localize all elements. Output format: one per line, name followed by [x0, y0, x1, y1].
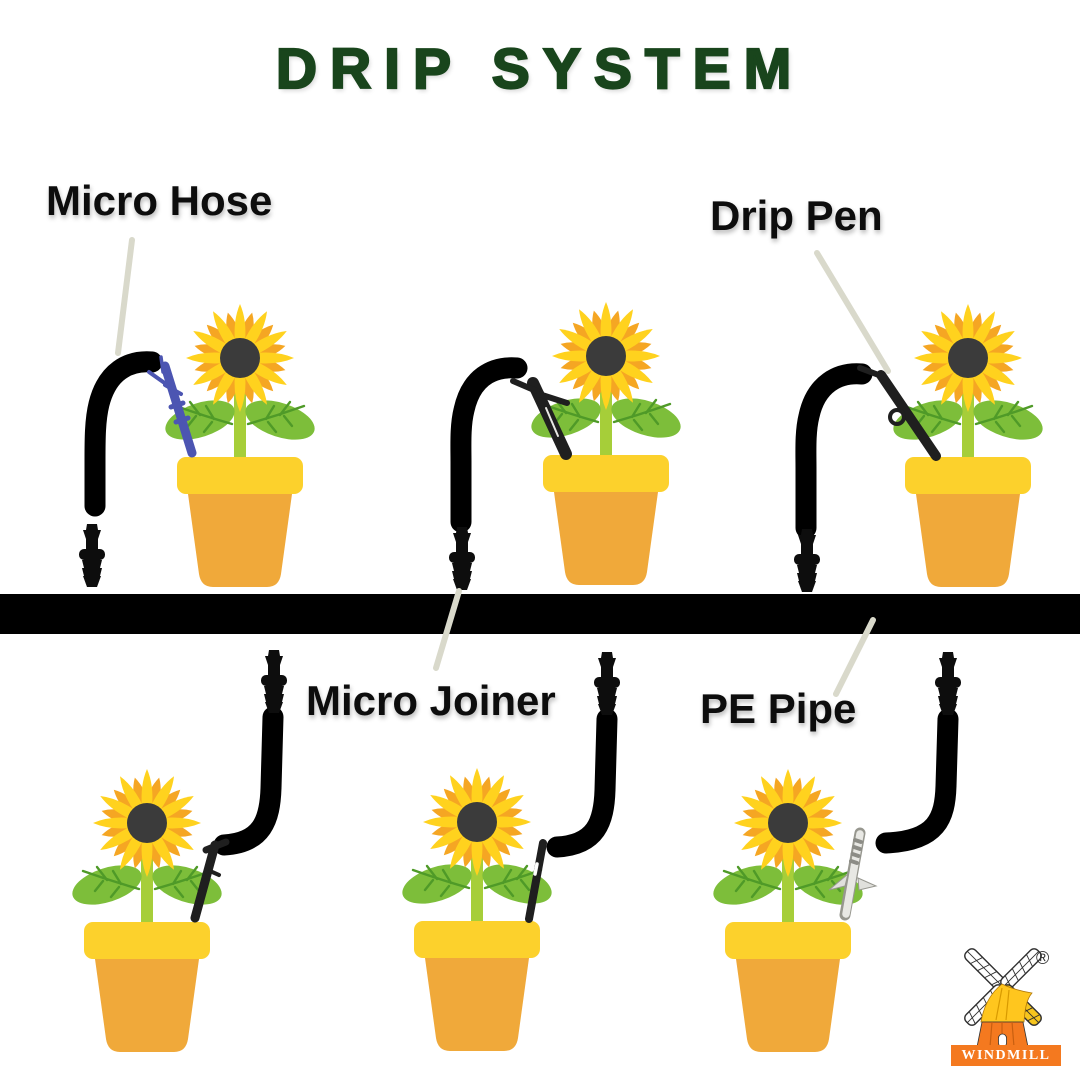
- pointer-line-pe-pipe: [833, 617, 876, 697]
- drip-pen-top-right: [857, 365, 941, 461]
- label-micro-hose: Micro Hose: [46, 177, 273, 224]
- micro-hose-bottom-middle: [546, 708, 618, 858]
- micro-joiner-top-right: [794, 529, 820, 592]
- page-title: DRIP SYSTEM: [275, 36, 805, 102]
- label-pe-pipe: PE Pipe: [700, 685, 857, 732]
- drip-pen-white-bottom-right: [828, 827, 878, 921]
- drip-pen-bottom-middle: [525, 839, 547, 923]
- drip-pen-blue-top-left: [147, 355, 197, 458]
- sunflower-pot-bottom-left: [68, 769, 227, 1052]
- registered-trademark-icon: ®: [1036, 948, 1050, 968]
- sunflower-pot-top-middle: [527, 302, 686, 585]
- pointer-line-drip-pen: [814, 250, 891, 374]
- label-micro-joiner: Micro Joiner: [306, 677, 556, 724]
- micro-joiner-bottom-right: [935, 652, 961, 715]
- label-drip-pen: Drip Pen: [710, 192, 883, 239]
- sunflower-pot-top-left: [161, 304, 320, 587]
- pe-pipe: [0, 594, 1080, 634]
- micro-joiner-bottom-left: [261, 650, 287, 713]
- micro-joiner-top-left: [79, 524, 105, 587]
- micro-joiner-bottom-middle: [594, 652, 620, 715]
- pointer-line-micro-joiner: [433, 588, 462, 671]
- drip-pen-top-middle: [510, 377, 572, 460]
- windmill-blade-icon: [962, 946, 1008, 992]
- micro-hose-bottom-left: [213, 706, 284, 856]
- micro-hose-bottom-right: [875, 708, 959, 854]
- micro-hose-top-right: [795, 363, 873, 539]
- pointer-line-micro-hose: [115, 237, 135, 356]
- micro-hose-top-middle: [450, 357, 528, 533]
- windmill-logo-graphic: [962, 946, 1044, 1048]
- drip-pen-bottom-left: [190, 838, 230, 923]
- sunflower-pot-top-right: [889, 304, 1048, 587]
- windmill-brand-banner: WINDMILL: [951, 1045, 1061, 1066]
- micro-joiner-top-middle: [449, 527, 475, 590]
- micro-hose-top-left: [84, 351, 163, 517]
